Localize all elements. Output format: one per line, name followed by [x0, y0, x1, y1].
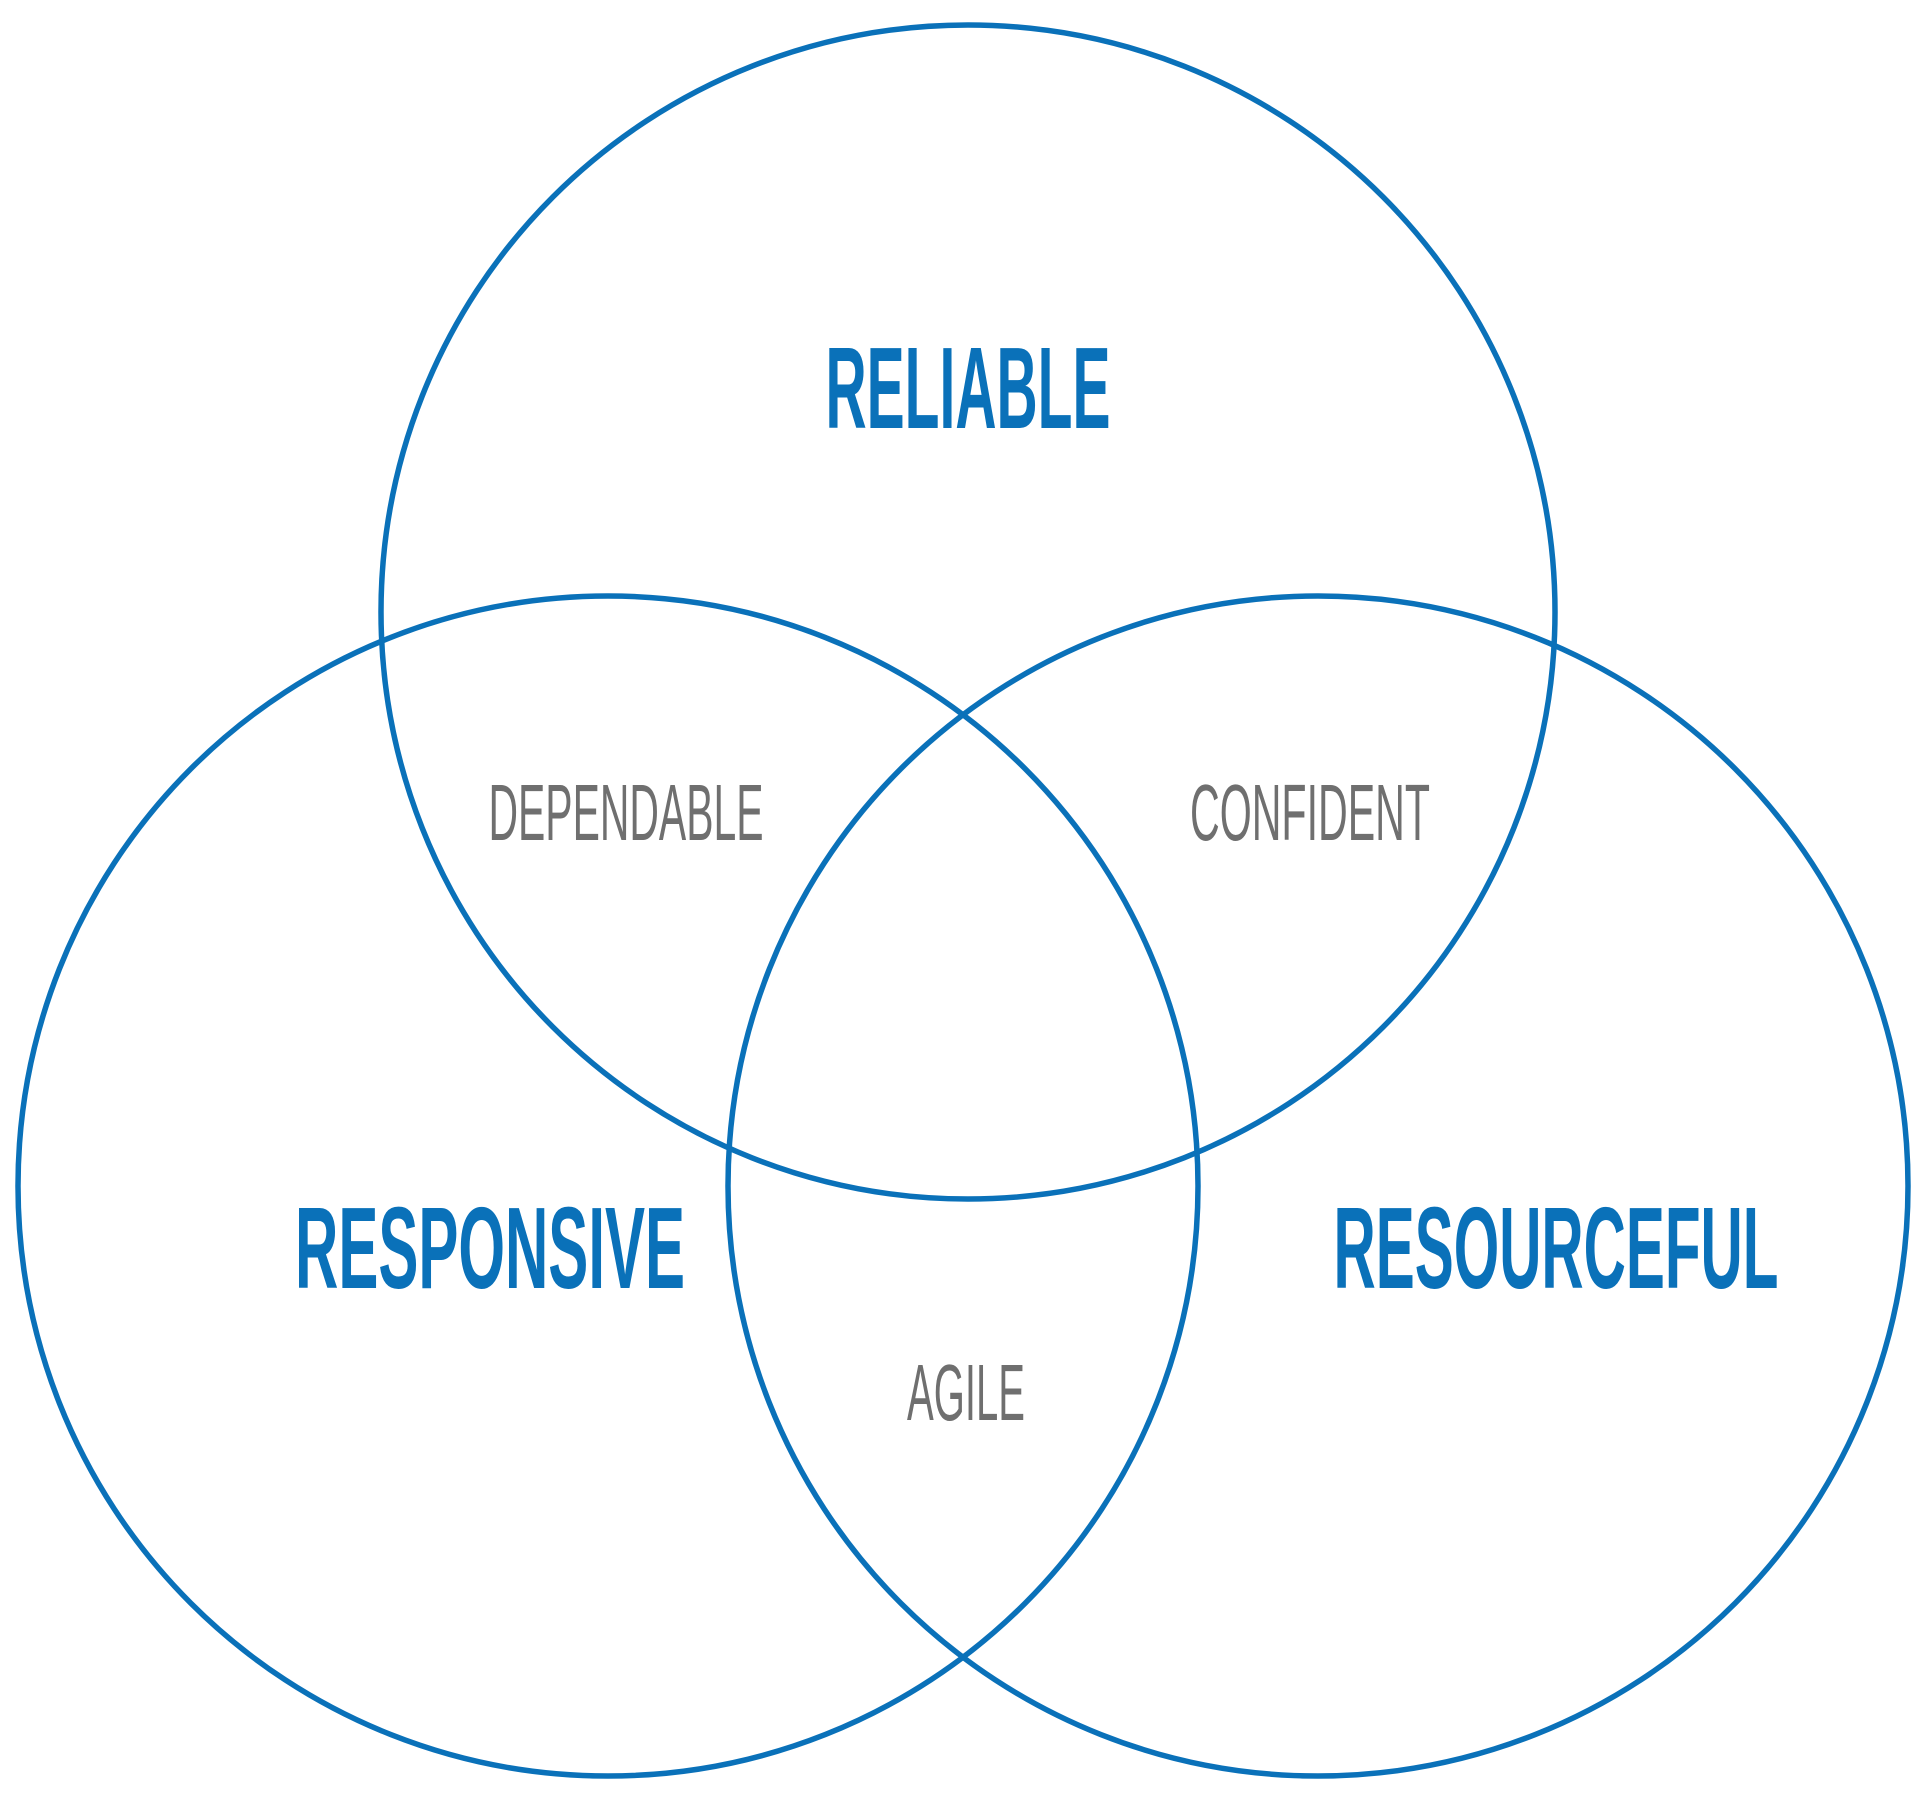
- label-dependable: DEPENDABLE: [489, 768, 764, 857]
- label-confident: CONFIDENT: [1190, 768, 1430, 857]
- label-resourceful: RESOURCEFUL: [1334, 1183, 1779, 1313]
- label-responsive: RESPONSIVE: [295, 1183, 685, 1313]
- circle-resourceful: [725, 593, 1911, 1779]
- label-agile: AGILE: [907, 1348, 1025, 1437]
- label-reliable: RELIABLE: [826, 323, 1111, 453]
- circle-reliable: [378, 22, 1558, 1202]
- circle-responsive: [15, 593, 1201, 1779]
